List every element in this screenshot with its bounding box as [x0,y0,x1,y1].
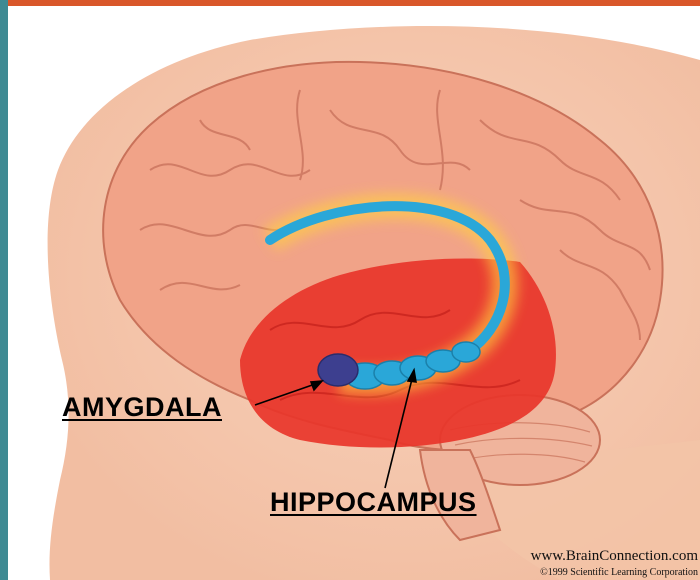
amygdala-label: AMYGDALA [62,392,222,423]
amygdala-shape [318,354,358,386]
hippocampus-label: HIPPOCAMPUS [270,487,477,518]
credit-copyright: ©1999 Scientific Learning Corporation [540,567,698,578]
credit-url: www.BrainConnection.com [531,548,698,565]
